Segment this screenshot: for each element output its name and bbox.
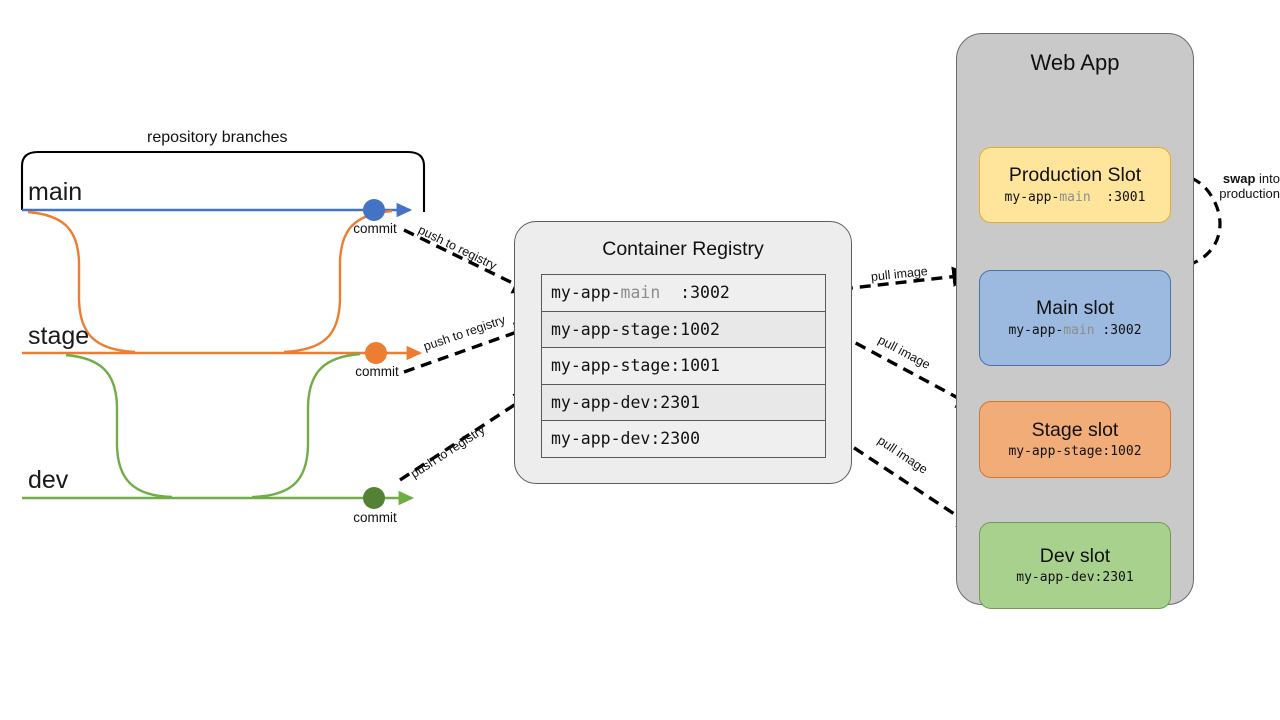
push-arrow-main (403, 228, 534, 294)
push-arrow-dev (399, 391, 535, 482)
registry-row[interactable]: my-app-dev:2301 (542, 384, 825, 422)
registry-image-tag: dev:2301 (620, 392, 701, 412)
slot-image-tag: my-app-stage:1002 (1008, 444, 1141, 459)
slot-tag-suffix: stage:1002 (1063, 444, 1142, 460)
registry-image-prefix: my-app- (551, 319, 621, 339)
registry-image-branch: main (620, 283, 661, 302)
commit-label-stage: commit (355, 364, 399, 379)
container-registry-title: Container Registry (602, 238, 764, 260)
slot-tag-branch: main (1063, 322, 1095, 338)
swap-label-strong: swap (1222, 171, 1256, 186)
slot-name: Production Slot (1008, 164, 1142, 187)
slot-tag-suffix: dev:2301 (1071, 570, 1134, 586)
slot-image-tag: my-app-main :3001 (1005, 190, 1146, 205)
commit-label-main: commit (353, 221, 397, 236)
branch-curve-stage-merge (283, 209, 393, 354)
branch-label-main: main (28, 178, 83, 206)
slot-stage[interactable]: Stage slot my-app-stage:1002 (979, 401, 1171, 478)
registry-row[interactable]: my-app-stage:1002 (542, 311, 825, 349)
container-registry-image-list: my-app-main :3002 my-app-stage:1002 my-a… (541, 274, 826, 458)
slot-tag-prefix: my-app- (1008, 322, 1064, 338)
commit-dot-dev[interactable] (363, 487, 385, 509)
commit-dot-stage[interactable] (365, 342, 387, 364)
branch-label-stage: stage (28, 322, 90, 350)
registry-image-tag: stage:1001 (620, 356, 720, 376)
branch-curve-dev-merge (251, 352, 361, 499)
slot-main[interactable]: Main slot my-app-main :3002 (979, 270, 1171, 366)
commit-label-dev: commit (353, 510, 397, 525)
slot-tag-branch: main (1059, 189, 1091, 205)
pull-arrow-dev (823, 426, 978, 530)
slot-image-tag: my-app-dev:2301 (1016, 570, 1133, 585)
push-arrow-stage (403, 322, 536, 374)
swap-label-rest: into (1255, 171, 1280, 186)
registry-image-prefix: my-app- (551, 283, 621, 302)
slot-tag-suffix: :3002 (1094, 322, 1142, 338)
slot-tag-suffix: :3001 (1090, 189, 1146, 205)
registry-image-prefix: my-app- (551, 429, 621, 449)
slot-production[interactable]: Production Slot my-app-main :3001 (979, 147, 1171, 223)
slot-tag-prefix: my-app- (1004, 189, 1060, 205)
registry-row[interactable]: my-app-main :3002 (542, 275, 825, 312)
swap-label-line2: production (1219, 185, 1280, 201)
slot-image-tag: my-app-main :3002 (1008, 323, 1141, 338)
container-registry-panel: Container Registry my-app-main :3002 my-… (514, 221, 852, 484)
web-app-panel: Web App Production Slot my-app-main :300… (956, 33, 1194, 609)
registry-row[interactable]: my-app-dev:2300 (542, 421, 825, 457)
swap-into-production-label: swap into production (1196, 171, 1280, 202)
registry-image-prefix: my-app- (551, 356, 621, 376)
branch-curve-dev-fork (65, 353, 173, 499)
branch-curve-stage-fork (27, 210, 136, 354)
branch-label-dev: dev (28, 466, 69, 494)
slot-tag-prefix: my-app- (1016, 570, 1072, 586)
registry-image-tag: stage:1002 (620, 319, 720, 339)
repository-bracket (20, 150, 426, 212)
web-app-title: Web App (1030, 50, 1120, 75)
registry-image-tag: :3002 (660, 283, 730, 302)
registry-image-tag: dev:2300 (620, 429, 701, 449)
slot-dev[interactable]: Dev slot my-app-dev:2301 (979, 522, 1171, 609)
slot-name: Main slot (1035, 297, 1115, 320)
slot-tag-prefix: my-app- (1008, 444, 1064, 460)
slot-name: Stage slot (1031, 418, 1119, 441)
registry-row[interactable]: my-app-stage:1001 (542, 348, 825, 385)
slot-name: Dev slot (1039, 544, 1111, 567)
commit-dot-main[interactable] (363, 199, 385, 221)
repository-bracket-label: repository branches (147, 129, 288, 146)
registry-image-prefix: my-app- (551, 392, 621, 412)
